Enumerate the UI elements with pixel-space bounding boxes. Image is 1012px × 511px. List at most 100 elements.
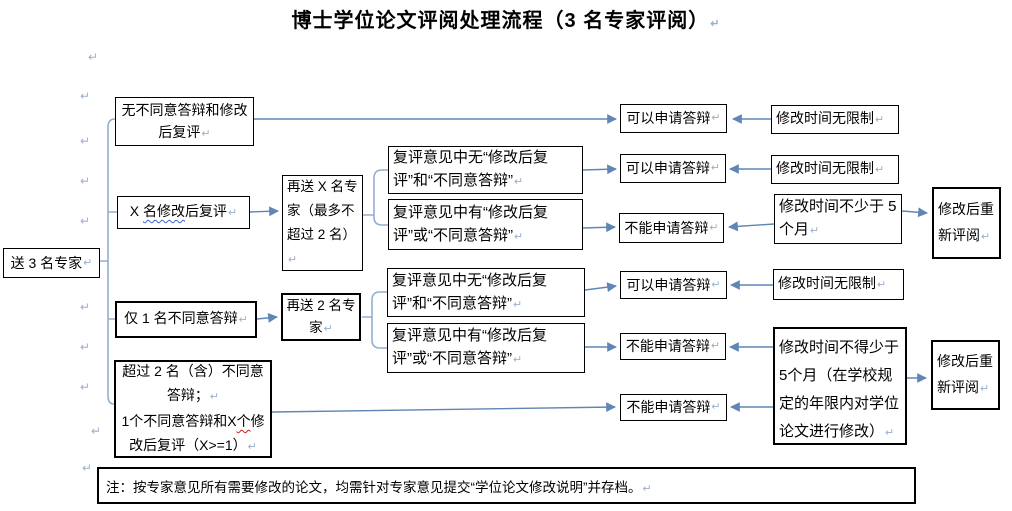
paragraph-mark: ↵ [710,18,721,30]
node-rereview-1[interactable]: 修改后重新评阅↵ [932,187,1001,259]
paragraph-mark: ↵ [80,380,91,394]
node-text: 1个不同意答辩和X [121,413,237,429]
paragraph-mark: ↵ [91,424,102,438]
node-review-no-1[interactable]: 复评意见中无“修改后复评”和“不同意答辩”↵ [388,146,583,194]
paragraph-mark: ↵ [514,230,524,243]
node-text: 再送 X 名专家（最多不超过 2 名） [287,178,358,242]
node-text: 修改时间不得少于5个月（在学校规定的年限内对学位论文进行修改） [779,339,900,440]
paragraph-mark: ↵ [642,482,652,495]
arrow-reviewyes1-to-cannotdefend1 [582,222,616,233]
node-text: 可以申请答辩 [626,110,711,126]
paragraph-mark: ↵ [513,298,523,311]
arrow-reviewno2-to-candefend3 [584,282,617,292]
page-title-text: 博士学位论文评阅处理流程（3 名专家评阅） [291,10,710,32]
paragraph-mark: ↵ [288,253,298,266]
node-text: 再送 2 名专家 [286,297,356,335]
bracket-resend-x [363,169,388,226]
node-text: 复评意见中有“修改后复评”或“不同意答辩” [392,327,547,367]
node-min-5-months-rule[interactable]: 修改时间不得少于5个月（在学校规定的年限内对学位论文进行修改）↵ [773,327,907,445]
node-text: 复评意见中无“修改后复评”和“不同意答辩” [392,271,547,312]
paragraph-mark: ↵ [514,176,524,188]
arrow-xrevise-to-resendx [249,206,279,217]
paragraph-mark: ↵ [710,162,721,174]
paragraph-mark: ↵ [875,114,885,126]
page-title: 博士学位论文评阅处理流程（3 名专家评阅）↵ [50,4,962,33]
node-cannot-defend-2[interactable]: 不能申请答辩↵ [620,333,726,360]
paragraph-mark: ↵ [80,134,91,148]
arrow-reviewno1-to-candefend2 [582,164,617,175]
node-text: 修改后重新评阅 [938,201,994,243]
paragraph-mark: ↵ [981,231,991,243]
paragraph-mark: ↵ [238,314,248,326]
paragraph-mark: ↵ [877,279,887,291]
node-cannot-defend-1[interactable]: 不能申请答辩↵ [619,213,724,243]
node-can-defend-2[interactable]: 可以申请答辩↵ [620,154,726,183]
paragraph-mark: ↵ [710,340,721,352]
node-min-5-months[interactable]: 修改时间不少于 5 个月↵ [774,194,902,244]
spellcheck-underline-text: 名修改 [143,203,185,219]
paragraph-mark: ↵ [711,278,721,291]
arrow-min5months-to-cannotdefend1 [728,221,775,232]
node-text: 送 3 名专家 [10,254,83,271]
node-can-defend-3[interactable]: 可以申请答辩↵ [620,271,727,299]
node-text: 修改时间无限制 [776,160,874,176]
node-no-time-limit-2[interactable]: 修改时间无限制↵ [771,155,899,184]
paragraph-mark: ↵ [810,225,820,237]
paragraph-mark: ↵ [80,214,91,228]
node-text: 修改时间无限制 [776,110,874,126]
paragraph-mark: ↵ [885,427,895,439]
node-text: 修改后复评（X>=1） [129,413,265,453]
node-can-defend-1[interactable]: 可以申请答辩↵ [620,104,727,133]
node-review-no-2[interactable]: 复评意见中无“修改后复评”和“不同意答辩”↵ [387,268,585,317]
paragraph-mark: ↵ [247,441,257,453]
arrow-twoplus-to-cannotdefend3 [271,402,616,413]
node-text: 不能申请答辩 [625,338,710,354]
node-review-yes-1[interactable]: 复评意见中有“修改后复评”或“不同意答辩”↵ [388,199,583,250]
node-text: 修改后重新评阅 [937,353,993,395]
node-resend-2-experts[interactable]: 再送 2 名专家↵ [281,293,361,341]
node-no-time-limit-3[interactable]: 修改时间无限制↵ [773,269,904,300]
paragraph-mark: ↵ [513,354,523,366]
bracket-resend-2 [362,291,387,349]
paragraph-mark: ↵ [209,391,220,403]
paragraph-mark: ↵ [83,256,93,269]
paragraph-mark: ↵ [80,340,91,354]
paragraph-mark: ↵ [80,174,91,188]
node-text: 可以申请答辩 [625,160,710,176]
arrow-min5months-to-rereview1 [901,207,928,218]
paragraph-mark: ↵ [711,401,721,413]
node-text: 不能申请答辩 [626,399,711,415]
node-text: 超过 2 名（含）不同意答辩； [122,363,264,403]
paragraph-mark: ↵ [980,383,990,395]
paragraph-mark: ↵ [82,461,93,475]
node-no-time-limit-1[interactable]: 修改时间无限制↵ [771,105,899,134]
paragraph-mark: ↵ [709,221,719,234]
paragraph-mark: ↵ [80,300,91,314]
node-resend-x-experts[interactable]: 再送 X 名专家（最多不超过 2 名） ↵ [282,175,363,271]
arrow-oneobjection-to-resend2 [256,313,278,323]
paragraph-mark: ↵ [875,164,885,176]
spellcheck-underline-text: 个 [236,413,251,429]
paragraph-mark: ↵ [201,127,211,140]
paragraph-mark: ↵ [80,89,91,103]
paragraph-mark: ↵ [88,50,99,64]
node-text: 修改时间无限制 [778,275,876,291]
node-no-objection[interactable]: 无不同意答辩和修改后复评↵ [115,97,254,146]
paragraph-mark: ↵ [228,207,238,219]
paragraph-mark: ↵ [711,112,721,124]
node-two-plus-objections[interactable]: 超过 2 名（含）不同意答辩；↵ 1个不同意答辩和X个修改后复评（X>=1）↵ [114,360,272,458]
node-review-yes-2[interactable]: 复评意见中有“修改后复评”或“不同意答辩”↵ [387,323,585,373]
node-text: 修改时间不少于 5 个月 [779,198,897,238]
node-text: 仅 1 名不同意答辩 [124,310,238,326]
paragraph-mark: ↵ [323,322,333,335]
node-text: 可以申请答辩 [626,276,711,293]
node-cannot-defend-3[interactable]: 不能申请答辩↵ [620,394,727,421]
node-text: 复评意见中无“修改后复评”和“不同意答辩” [393,149,548,189]
note-box[interactable]: 注：按专家意见所有需要修改的论文，均需针对专家意见提交“学位论文修改说明”并存档… [97,467,916,504]
node-text: 不能申请答辩 [624,219,709,236]
node-rereview-2[interactable]: 修改后重新评阅↵ [931,340,1000,410]
node-send-3-experts[interactable]: 送 3 名专家↵ [3,248,100,278]
node-one-objection[interactable]: 仅 1 名不同意答辩↵ [115,301,257,338]
node-x-revise-rereview[interactable]: X 名修改后复评↵ [117,196,250,229]
